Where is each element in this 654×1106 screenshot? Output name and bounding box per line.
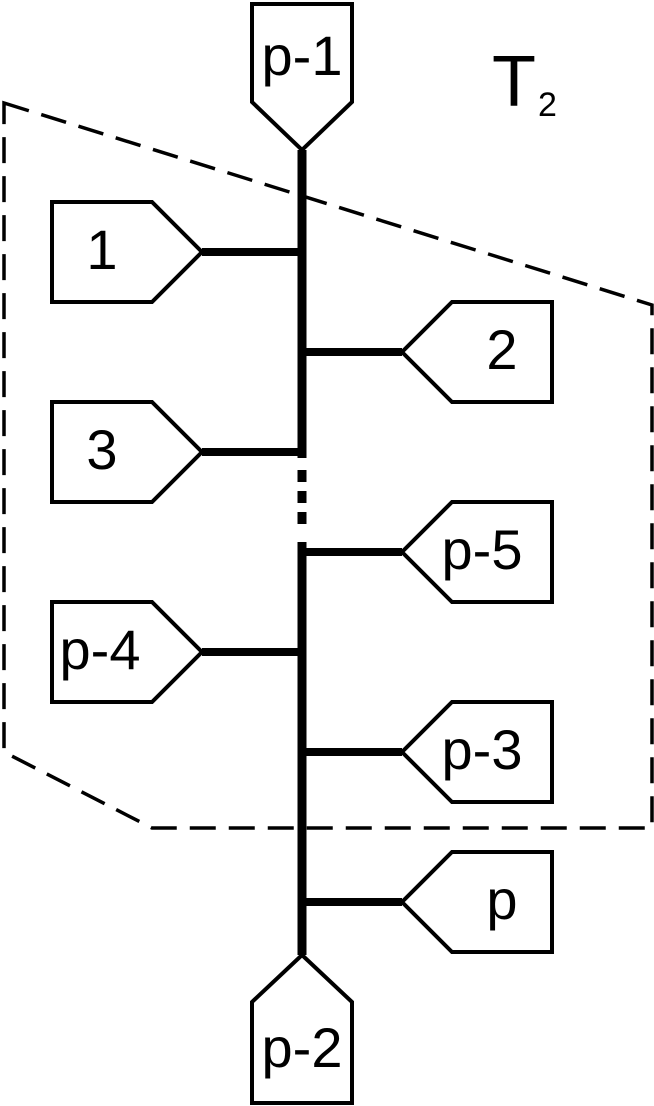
dashed-subtree-boundary — [2, 100, 654, 830]
node-top-label: p-1 — [262, 24, 343, 87]
node-right-p5: p-5 — [399, 500, 554, 604]
node-right-p3-label: p-3 — [442, 718, 523, 781]
node-bottom-label: p-2 — [262, 1016, 343, 1079]
node-right-p: p — [399, 850, 554, 954]
node-right-p3: p-3 — [399, 700, 554, 804]
node-right-p-label: p — [486, 868, 517, 931]
node-left-p4: p-4 — [50, 600, 205, 704]
node-top: p-1 — [250, 2, 354, 153]
node-left-3: 3 — [50, 400, 205, 504]
node-left-1-label: 1 — [86, 218, 117, 281]
node-right-p5-label: p-5 — [442, 518, 523, 581]
node-left-3-label: 3 — [86, 418, 117, 481]
node-right-2-label: 2 — [486, 318, 517, 381]
node-right-2: 2 — [399, 300, 554, 404]
node-bottom: p-2 — [250, 952, 354, 1105]
diagram-title-subscript: 2 — [538, 86, 557, 124]
node-left-1: 1 — [50, 200, 205, 304]
node-left-p4-label: p-4 — [60, 618, 141, 681]
diagram-title: T — [492, 42, 536, 122]
